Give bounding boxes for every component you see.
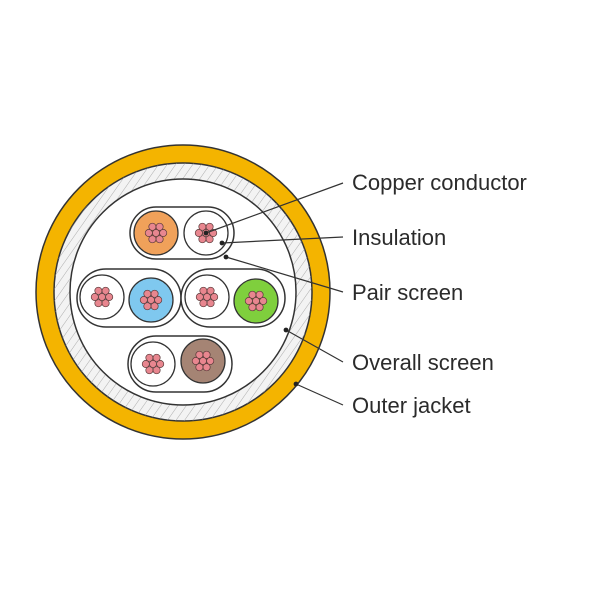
copper-conductor [191, 350, 215, 372]
conductor-strand [202, 363, 211, 372]
copper-conductor [139, 289, 163, 311]
conductor-strand [145, 366, 154, 375]
copper-conductor [141, 353, 165, 375]
conductor-strand [205, 235, 214, 244]
conductor-strand [206, 357, 215, 365]
copper-conductor [195, 286, 219, 308]
conductor-strand [155, 222, 164, 231]
conductor-strand [195, 293, 204, 301]
conductor-strand [148, 235, 157, 244]
leader-insulation [221, 236, 344, 244]
label-copper-conductor: Copper conductor [352, 170, 527, 195]
conductor-strand [202, 350, 211, 359]
conductor-strand [199, 299, 208, 308]
conductor-strand [259, 297, 268, 305]
conductor-strand [144, 229, 153, 237]
conductor-strand [150, 302, 159, 311]
conductor-strand [139, 296, 148, 304]
leader-copper-conductor [205, 182, 344, 234]
conductor-strand [210, 293, 219, 301]
conductor-strand [205, 222, 214, 231]
dot-pair-screen [223, 254, 229, 260]
conductor-strand [143, 289, 152, 298]
conductor-strand [152, 353, 161, 362]
conductor-strand [244, 297, 253, 305]
conductor-strand [143, 302, 152, 311]
leader-dots [203, 230, 299, 387]
conductor-strand [156, 360, 165, 368]
conductor-strand [152, 366, 161, 375]
conductor-strand [199, 286, 208, 295]
conductor-strand [154, 296, 163, 304]
conductor-strand [150, 289, 159, 298]
dot-outer-jacket [293, 381, 299, 387]
conductor-strand [194, 229, 203, 237]
conductor-strand [206, 299, 215, 308]
conductor-strand [248, 290, 257, 299]
conductor-strand [94, 286, 103, 295]
leader-pair-screen [225, 256, 344, 293]
conductor-strand [195, 363, 204, 372]
conductor-strand [255, 290, 264, 299]
conductor-strand [155, 235, 164, 244]
conductor-strand [206, 286, 215, 295]
conductor-strand [105, 293, 114, 301]
leader-overall-screen [285, 329, 344, 363]
conductor-strand [159, 229, 168, 237]
conductor-strand [148, 222, 157, 231]
leader-outer-jacket [295, 383, 344, 406]
dot-overall-screen [283, 327, 289, 333]
label-overall-screen: Overall screen [352, 350, 494, 375]
label-outer-jacket: Outer jacket [352, 393, 471, 418]
copper-conductors [90, 222, 268, 375]
dot-copper-conductor [203, 230, 209, 236]
conductor-strand [141, 360, 150, 368]
conductor-strand [191, 357, 200, 365]
conductor-strand [145, 353, 154, 362]
leader-lines [205, 182, 344, 406]
label-insulation: Insulation [352, 225, 446, 250]
conductor-strand [90, 293, 99, 301]
dot-insulation [219, 240, 225, 246]
copper-conductor [90, 286, 114, 308]
copper-conductor [244, 290, 268, 312]
conductor-strand [255, 303, 264, 312]
copper-conductor [144, 222, 168, 244]
conductor-strand [195, 350, 204, 359]
conductor-strand [198, 222, 207, 231]
conductor-strand [101, 299, 110, 308]
label-pair-screen: Pair screen [352, 280, 463, 305]
conductor-strand [198, 235, 207, 244]
conductor-strand [94, 299, 103, 308]
conductor-strand [248, 303, 257, 312]
conductor-strand [101, 286, 110, 295]
